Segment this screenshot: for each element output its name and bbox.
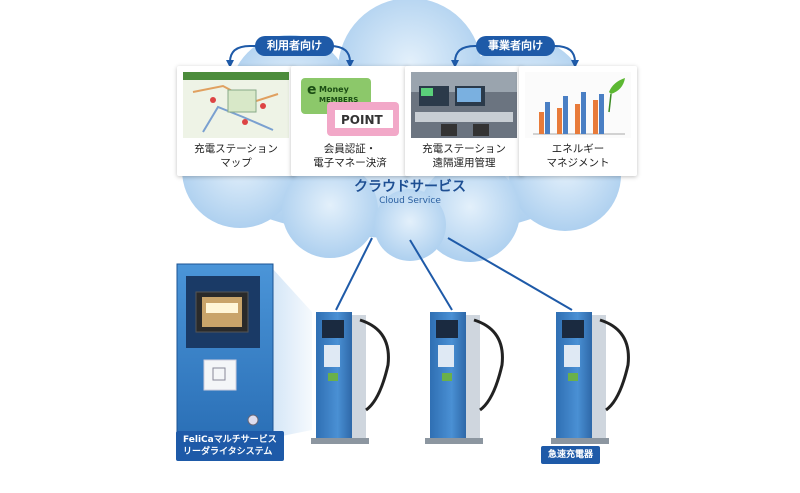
card-members-text: MEMBERS: [319, 96, 358, 104]
control-room-icon: [411, 72, 517, 138]
charger-2: [425, 312, 504, 444]
card-e-text: e: [307, 82, 317, 98]
service-caption-energy: エネルギー マネジメント: [546, 143, 610, 169]
card-point-text: POINT: [341, 113, 384, 127]
quick-charger-label: 急速充電器: [541, 446, 601, 464]
cloud-title: クラウドサービス: [354, 179, 466, 195]
service-caption-payment: 会員認証・ 電子マネー決済: [313, 143, 387, 169]
cloud-subtitle: Cloud Service: [379, 196, 441, 206]
station-map-icon: [183, 72, 289, 138]
charger-1: [311, 312, 390, 444]
reader-panel: [176, 263, 274, 441]
connection-lines: [335, 237, 573, 311]
service-card-remote: 充電ステーション 遠隔運用管理: [405, 66, 523, 176]
zoom-beam: [272, 268, 312, 438]
service-caption-remote: 充電ステーション 遠隔運用管理: [422, 143, 506, 169]
operator-audience-label: 事業者向け: [476, 36, 555, 56]
energy-chart-icon: [525, 72, 631, 138]
reader-system-label: FeliCaマルチサービス リーダライタシステム: [176, 431, 284, 461]
membership-card-icon: e Money MEMBERS POINT: [301, 78, 399, 136]
operator-bracket: [451, 45, 579, 68]
card-money-text: Money: [319, 85, 350, 94]
charger-3: [551, 312, 630, 444]
service-card-map: 充電ステーション マップ: [177, 66, 295, 176]
service-card-energy: エネルギー マネジメント: [519, 66, 637, 176]
service-card-payment: e Money MEMBERS POINT 会員認証・ 電子マネー決済: [291, 66, 409, 176]
user-audience-label: 利用者向け: [255, 36, 334, 56]
service-caption-map: 充電ステーション マップ: [194, 143, 278, 169]
